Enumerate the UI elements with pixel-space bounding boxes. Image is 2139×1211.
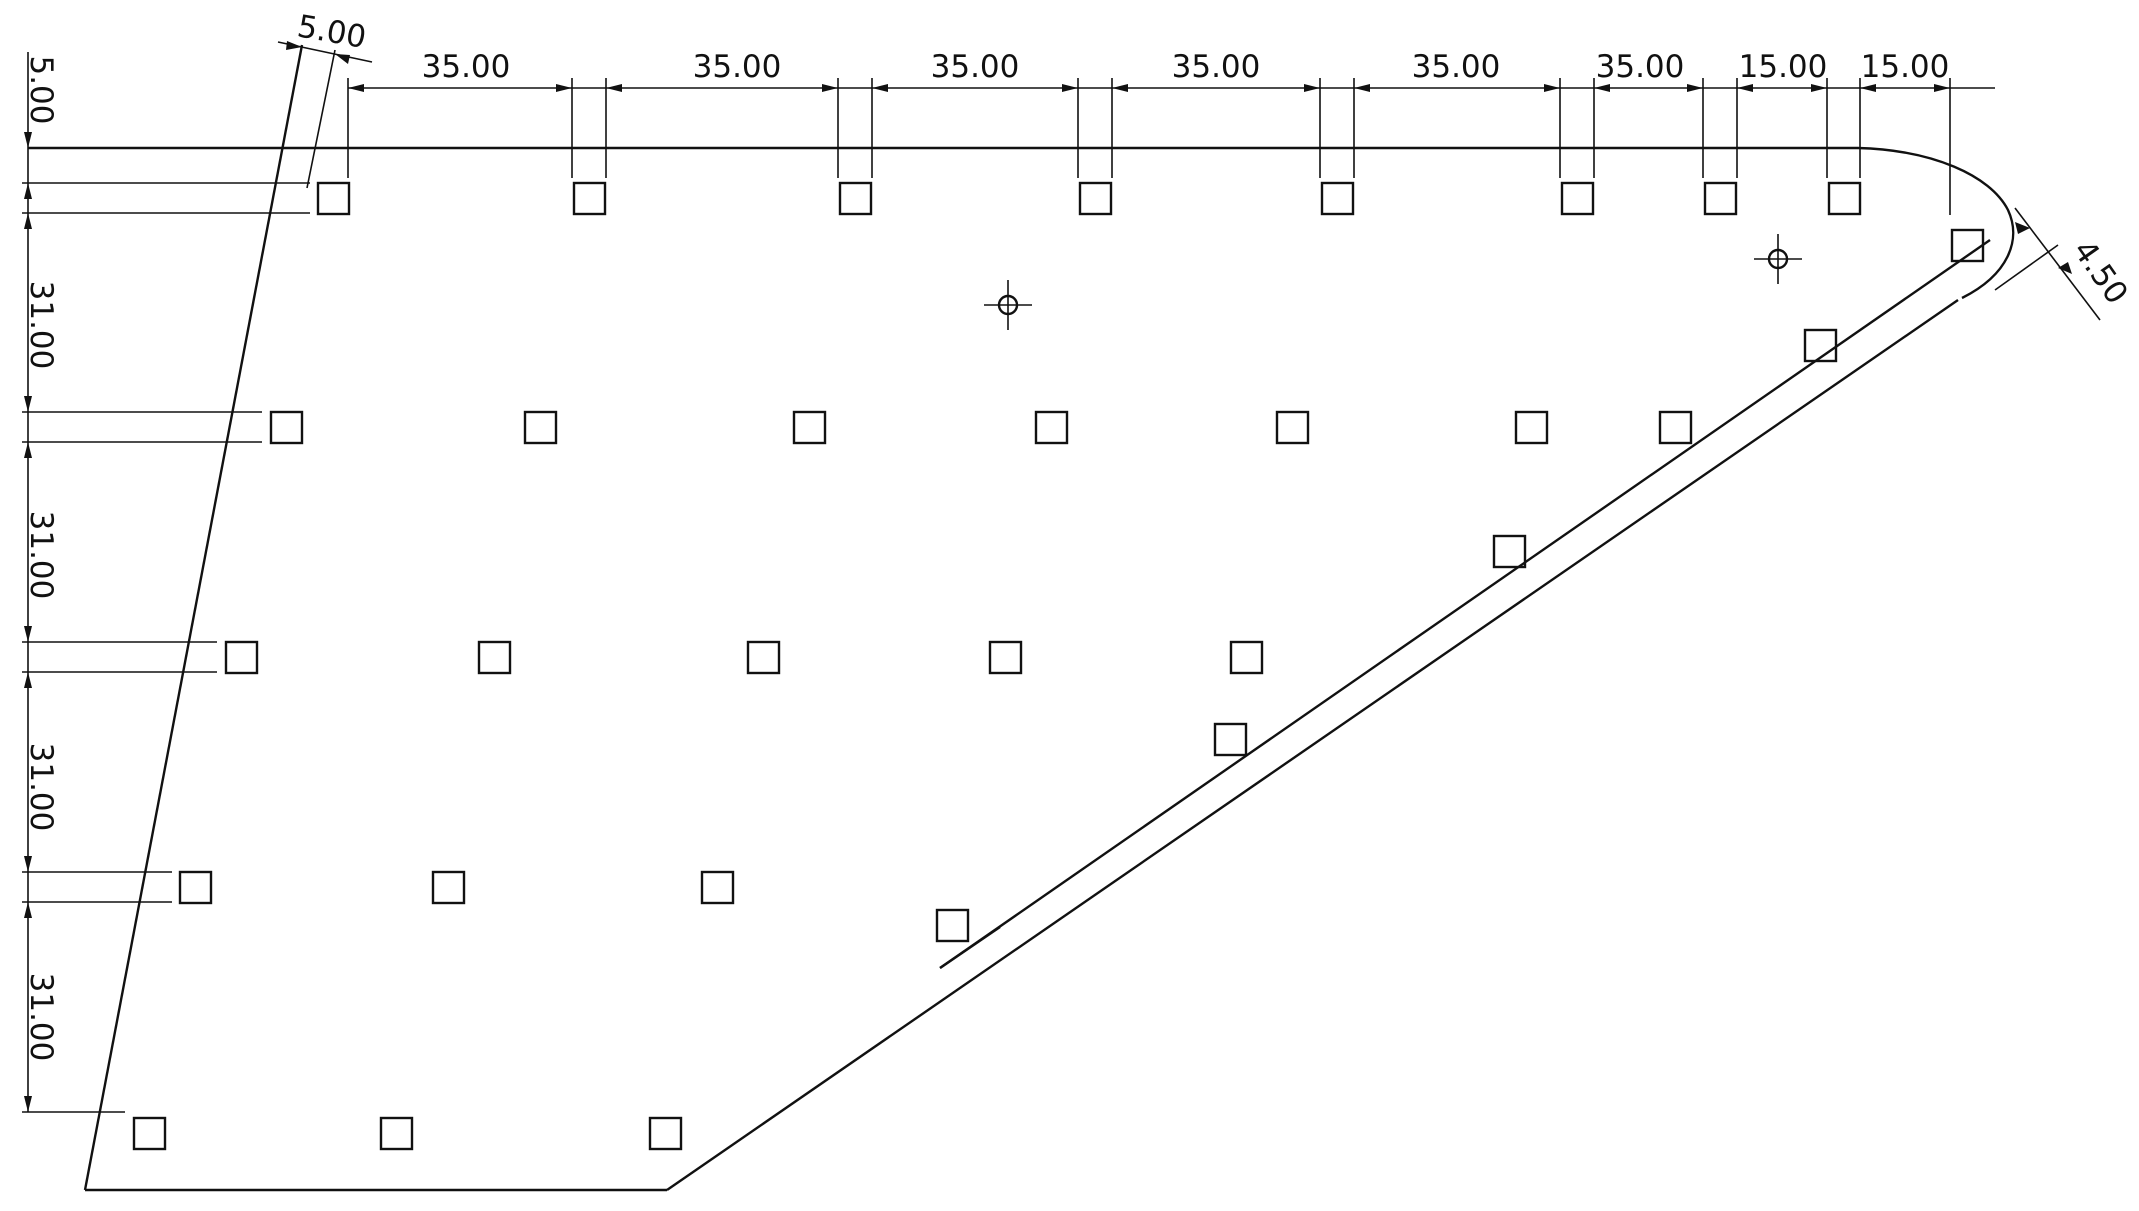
top-offset-label: 5.00 xyxy=(23,55,59,124)
inner-rail xyxy=(939,239,1991,969)
hole xyxy=(431,870,466,905)
top-dim-4: 35.00 xyxy=(1172,49,1261,85)
hole xyxy=(1703,181,1738,216)
hole xyxy=(1514,410,1549,445)
hole xyxy=(523,410,558,445)
hole xyxy=(988,640,1023,675)
hole xyxy=(132,1116,167,1151)
hole xyxy=(1078,181,1113,216)
rail-offset-label: 4.50 xyxy=(2066,234,2135,311)
left-edge xyxy=(83,44,304,1191)
left-dim-1: 31.00 xyxy=(23,281,59,370)
hole xyxy=(935,908,970,943)
diagonal-edge xyxy=(666,299,1959,1191)
part-outline xyxy=(28,44,2015,1192)
rail-offset-dimension xyxy=(1994,207,2101,321)
crosshair-icon xyxy=(1754,234,1802,284)
top-dim-3: 35.00 xyxy=(931,49,1020,85)
hole xyxy=(269,410,304,445)
hole xyxy=(792,410,827,445)
hole xyxy=(1950,228,1985,263)
top-dim-5: 35.00 xyxy=(1412,49,1501,85)
hole xyxy=(1560,181,1595,216)
hole xyxy=(1658,410,1693,445)
hole xyxy=(1320,181,1355,216)
hole xyxy=(648,1116,683,1151)
hole xyxy=(838,181,873,216)
column-extension-lines xyxy=(347,78,1951,215)
hole-squares xyxy=(132,181,1985,1151)
hole xyxy=(316,181,351,216)
crosshair-icon xyxy=(984,280,1032,330)
top-dim-6: 35.00 xyxy=(1596,49,1685,85)
hole xyxy=(572,181,607,216)
row-extension-lines xyxy=(22,182,310,1113)
hole xyxy=(379,1116,414,1151)
top-dim-1: 35.00 xyxy=(422,49,511,85)
hole xyxy=(700,870,735,905)
hole xyxy=(1827,181,1862,216)
rounded-corner xyxy=(1857,146,2015,300)
top-dim-2: 35.00 xyxy=(693,49,782,85)
hole xyxy=(746,640,781,675)
left-dim-3: 31.00 xyxy=(23,743,59,832)
hole xyxy=(1213,722,1248,757)
slant-offset-dimension xyxy=(277,41,373,189)
hole xyxy=(1229,640,1264,675)
top-dim-8: 15.00 xyxy=(1861,49,1950,85)
hole xyxy=(224,640,259,675)
top-dimension-line xyxy=(348,84,1995,92)
left-dim-2: 31.00 xyxy=(23,511,59,600)
hole xyxy=(178,870,213,905)
left-dimension-chain xyxy=(24,52,32,1112)
inner-rail-end xyxy=(939,926,1001,969)
left-dim-4: 31.00 xyxy=(23,973,59,1062)
top-dim-7: 15.00 xyxy=(1739,49,1828,85)
hole xyxy=(1492,534,1527,569)
hole xyxy=(1034,410,1069,445)
hole xyxy=(477,640,512,675)
hole xyxy=(1275,410,1310,445)
slant-offset-label: 5.00 xyxy=(295,8,369,55)
hole xyxy=(1803,328,1838,363)
